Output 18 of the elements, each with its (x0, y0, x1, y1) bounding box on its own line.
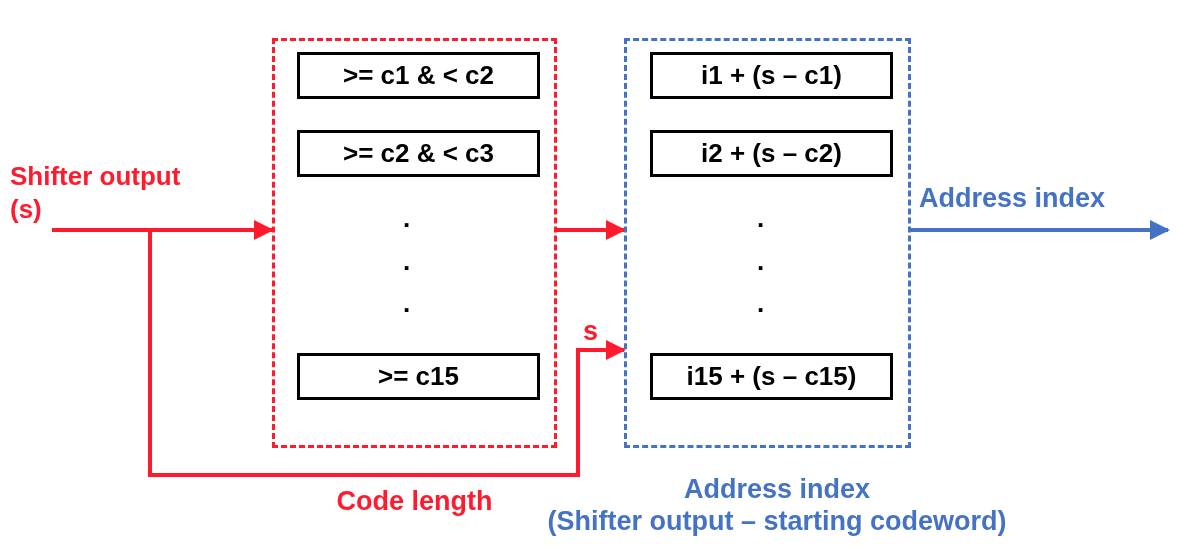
condition-box: >= c15 (297, 353, 540, 400)
group-caption: (Shifter output – starting codeword) (546, 505, 1008, 538)
ellipsis-dot: . (403, 205, 411, 231)
condition-box: >= c2 & < c3 (297, 130, 540, 177)
ellipsis-dot: . (757, 205, 765, 231)
ellipsis-dot: . (757, 290, 765, 316)
ellipsis-dot: . (403, 290, 411, 316)
ellipsis-dot: . (757, 248, 765, 274)
group-caption: Code length (335, 485, 494, 518)
arrow (557, 220, 626, 240)
arrow (52, 228, 626, 477)
condition-box: >= c1 & < c2 (297, 52, 540, 99)
input-label: Shifter output (s) (10, 160, 200, 226)
condition-box: i1 + (s – c1) (650, 52, 893, 99)
condition-box: i2 + (s – c2) (650, 130, 893, 177)
ellipsis-dot: . (403, 248, 411, 274)
condition-box: i15 + (s – c15) (650, 353, 893, 400)
arrow (911, 220, 1170, 240)
